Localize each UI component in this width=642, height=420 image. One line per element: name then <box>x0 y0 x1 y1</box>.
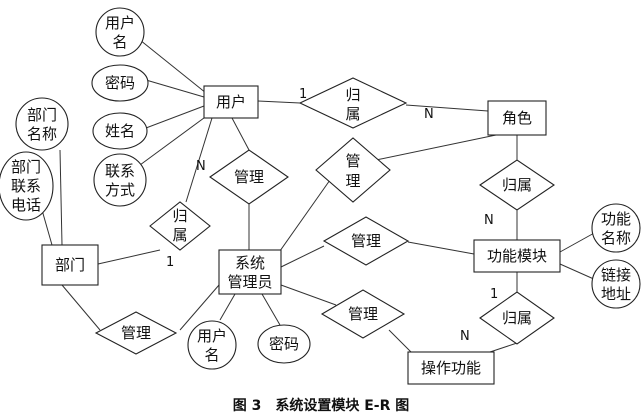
connector-func-linkaddr <box>559 263 597 281</box>
svg-text:管理员: 管理员 <box>227 273 272 291</box>
relationship-dept-admin-manage: 管理 <box>94 311 178 355</box>
svg-text:姓名: 姓名 <box>105 122 135 140</box>
entity-user: 用户 <box>203 85 259 119</box>
attribute-admin-password: 密码 <box>257 324 311 364</box>
svg-text:管理: 管理 <box>234 168 264 186</box>
svg-text:功能模块: 功能模块 <box>487 247 547 265</box>
entity-dept: 部门 <box>41 244 99 286</box>
svg-text:属: 属 <box>172 226 187 244</box>
cardinality-user-role-n: N <box>424 107 434 122</box>
svg-text:用户: 用户 <box>216 93 246 111</box>
connector-admin-deptadminmanage <box>179 284 220 331</box>
connector-admin-adminusername <box>219 293 236 321</box>
connector-adminrolemanage-admin <box>274 179 331 259</box>
connector-user-userrole <box>257 100 301 104</box>
connector-adminfuncmanage-func <box>407 241 475 255</box>
connector-deptname-dept <box>59 149 63 246</box>
svg-text:电话: 电话 <box>11 196 41 214</box>
cardinality-user-role-1: 1 <box>299 87 307 102</box>
svg-text:管理: 管理 <box>348 305 378 323</box>
connector-adminopmanage-op <box>388 329 412 353</box>
svg-text:名: 名 <box>204 346 219 364</box>
connector-role-adminrolemanage <box>375 134 497 161</box>
connector-deptphone-dept <box>41 209 53 246</box>
attribute-dept-name: 部门 名称 <box>15 97 69 151</box>
cardinality-user-dept-1: 1 <box>166 255 174 270</box>
connector-user-usermanage <box>231 117 250 151</box>
connector-password-user <box>145 79 205 98</box>
svg-text:理: 理 <box>345 172 360 190</box>
attribute-admin-username: 用户 名 <box>187 320 237 370</box>
svg-text:链接: 链接 <box>601 266 631 284</box>
svg-text:归属: 归属 <box>502 309 532 327</box>
connector-admin-adminfuncmanage <box>280 245 325 268</box>
attribute-func-name: 功能 名称 <box>591 203 641 253</box>
entity-role: 角色 <box>487 100 547 136</box>
svg-text:联系: 联系 <box>105 162 135 180</box>
entity-sys-admin: 系统 管理员 <box>218 249 282 295</box>
attribute-contact: 联系 方式 <box>93 153 147 207</box>
connectors <box>41 39 597 353</box>
relationship-user-admin-manage: 管理 <box>209 149 289 205</box>
relationship-func-op: 归属 <box>479 291 555 345</box>
svg-text:部门: 部门 <box>27 106 57 124</box>
svg-text:部门: 部门 <box>11 158 41 176</box>
connector-deptadminmanage-dept <box>61 284 101 331</box>
svg-text:归: 归 <box>345 86 360 104</box>
connector-admin-adminpassword <box>261 293 281 326</box>
connector-func-funcname <box>559 231 597 253</box>
cardinality-user-dept-n: N <box>196 159 206 174</box>
svg-text:部门: 部门 <box>55 256 85 274</box>
cardinality-role-func-n: N <box>484 213 494 228</box>
connector-funcop-op <box>489 342 518 353</box>
svg-text:系统: 系统 <box>235 254 265 272</box>
relationship-admin-op-manage: 管理 <box>320 289 406 339</box>
connector-user-userdept <box>185 117 213 203</box>
svg-text:用户: 用户 <box>105 14 135 32</box>
cardinality-func-op-1: 1 <box>490 287 498 302</box>
svg-text:密码: 密码 <box>105 74 135 92</box>
attribute-user-name: 用户 名 <box>95 7 145 57</box>
svg-text:地址: 地址 <box>601 285 631 303</box>
relationship-admin-role-manage: 管 理 <box>315 137 391 203</box>
entity-func-module: 功能模块 <box>473 239 561 273</box>
svg-text:用户: 用户 <box>197 327 227 345</box>
cardinality-labels: 1 N N 1 N 1 N <box>166 87 498 344</box>
svg-text:联系: 联系 <box>11 177 41 195</box>
attribute-link-addr: 链接 地址 <box>591 259 641 309</box>
cardinality-func-op-n: N <box>460 329 470 344</box>
connector-userdept-dept <box>97 249 161 265</box>
connector-userrole-role <box>405 104 489 112</box>
attribute-user-password: 密码 <box>91 64 149 102</box>
relationship-admin-func-manage: 管理 <box>322 216 410 266</box>
relationship-role-func: 归属 <box>479 159 555 211</box>
svg-text:管理: 管理 <box>351 232 381 250</box>
connector-admin-adminopmanage <box>280 284 337 306</box>
svg-text:功能: 功能 <box>601 210 631 228</box>
svg-text:名称: 名称 <box>27 125 57 143</box>
connector-username-user <box>139 39 207 94</box>
svg-text:归: 归 <box>172 207 187 225</box>
svg-text:属: 属 <box>345 105 360 123</box>
svg-text:密码: 密码 <box>269 335 299 353</box>
connector-realname-user <box>145 105 205 129</box>
relationship-user-role: 归 属 <box>298 77 408 129</box>
svg-text:管理: 管理 <box>121 324 151 342</box>
svg-text:管: 管 <box>345 152 360 170</box>
svg-text:操作功能: 操作功能 <box>421 359 481 377</box>
entity-op-func: 操作功能 <box>407 351 495 385</box>
relationship-user-dept: 归 属 <box>149 201 211 251</box>
svg-text:名称: 名称 <box>601 229 631 247</box>
svg-text:方式: 方式 <box>105 181 135 199</box>
attribute-dept-phone: 部门 联系 电话 <box>0 151 54 221</box>
connector-contact-user <box>139 114 209 166</box>
attribute-real-name: 姓名 <box>92 112 148 150</box>
svg-text:归属: 归属 <box>502 176 532 194</box>
svg-text:角色: 角色 <box>502 109 532 127</box>
svg-text:名: 名 <box>112 33 127 51</box>
figure-caption: 图 3 系统设置模块 E-R 图 <box>233 397 410 414</box>
